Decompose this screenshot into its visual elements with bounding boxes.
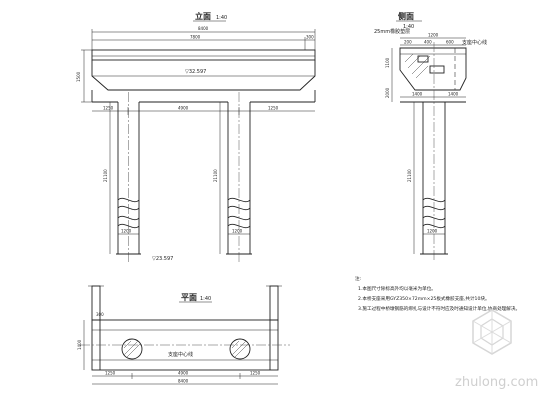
side-view: 侧面 1:40 25mm橡胶垫层 支座中心线 1200 200 400 600 … — [374, 11, 487, 262]
side-dim-mid-right: 1400 — [448, 92, 459, 97]
side-dim-mid: 1400 — [412, 92, 423, 97]
plan-view: 平面 1:40 支座中心线 1400 300 1250 49 — [77, 285, 290, 385]
elevation-pier-diameter-right: 1200 — [232, 229, 243, 234]
plan-left-dim: 1400 — [77, 339, 82, 350]
elevation-scale: 1:40 — [216, 15, 227, 21]
watermark: zhulong.com — [455, 309, 538, 390]
watermark-logo-icon — [472, 309, 512, 355]
elevation-bottom-elev: ▽23.597 — [152, 256, 173, 262]
elevation-overall-width: 8400 — [198, 26, 209, 31]
plan-seg-2: 4900 — [178, 371, 189, 376]
elevation-top-seg-2: 300 — [306, 35, 314, 40]
side-label-block: 25mm橡胶垫层 — [374, 28, 410, 35]
elevation-pier-diameter-left: 1200 — [121, 229, 132, 234]
side-scale: 1:40 — [403, 24, 414, 30]
side-dim-seg-3: 600 — [446, 40, 454, 45]
side-pier-height: 21100 — [407, 169, 412, 182]
side-dim-seg-1: 200 — [404, 40, 412, 45]
plan-title: 平面 — [181, 293, 197, 302]
side-label-bearing: 支座中心线 — [462, 39, 487, 46]
watermark-text: zhulong.com — [455, 375, 538, 390]
elevation-top-seg-1: 7800 — [190, 35, 201, 40]
elevation-pier-height-right: 21100 — [213, 169, 218, 182]
elevation-title: 立面 — [195, 11, 211, 21]
elevation-pier-height-left: 21100 — [103, 169, 108, 182]
elevation-cap-height: 1500 — [76, 71, 81, 82]
elevation-pier-right-offset: 1250 — [268, 106, 279, 111]
note-2: 2.本桥支座采用GYZ350×72mm×25板式橡胶支座,共计10块。 — [358, 295, 490, 302]
notes: 注: 1.本图尺寸除标高外均以毫米为单位。 2.本桥支座采用GYZ350×72m… — [355, 275, 520, 312]
plan-seg-3: 1250 — [250, 371, 261, 376]
elevation-view: 立面 1:40 8400 7800 300 ▽32.597 1500 12 — [76, 11, 316, 262]
elevation-pier-left-offset: 1250 — [103, 106, 114, 111]
note-1: 1.本图尺寸除标高外均以毫米为单位。 — [358, 285, 436, 292]
plan-center-label: 支座中心线 — [168, 351, 193, 358]
side-dim-height: 2000 — [385, 87, 390, 98]
side-dim-top: 1200 — [428, 33, 439, 38]
side-pier-diameter: 1200 — [427, 229, 438, 234]
plan-overall-width: 8400 — [178, 379, 189, 384]
elevation-cap-top-elev: ▽32.597 — [185, 69, 206, 75]
elevation-pier-spacing: 4900 — [178, 106, 189, 111]
plan-block-dim: 300 — [96, 312, 104, 317]
plan-scale: 1:40 — [200, 296, 211, 302]
notes-heading: 注: — [355, 275, 362, 282]
side-dim-side: 1100 — [385, 57, 390, 68]
note-3: 3.施工过程中桥墩钢筋的绑扎与设计不符时应及时通知设计单位,协商处理解决。 — [358, 305, 520, 312]
plan-seg-1: 1250 — [105, 371, 116, 376]
side-title: 侧面 — [398, 11, 414, 21]
side-dim-seg-2: 400 — [424, 40, 432, 45]
